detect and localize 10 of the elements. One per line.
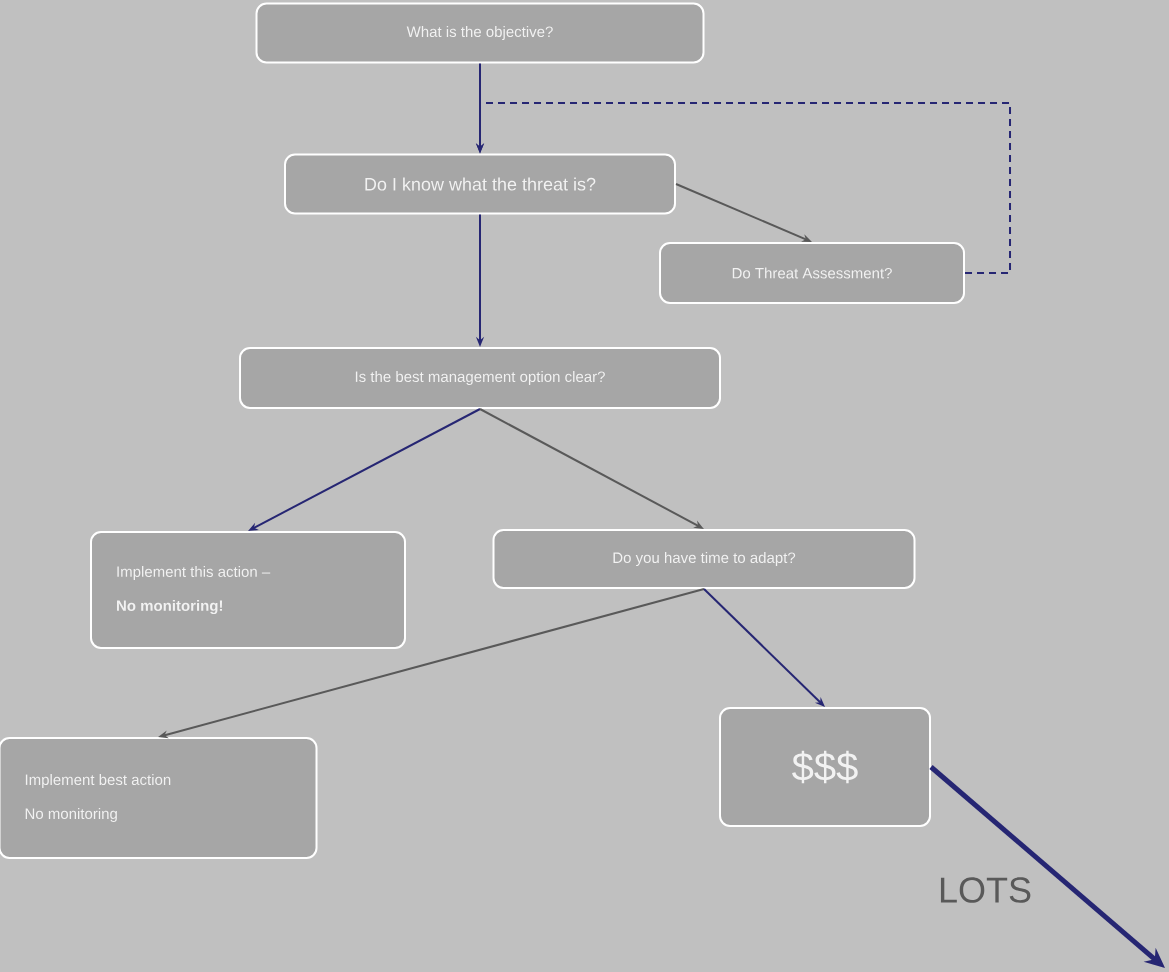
process-box: Do you have time to adapt?	[492, 529, 916, 589]
process-box: Do Threat Assessment?	[659, 242, 965, 304]
process-box: Implement best action No monitoring	[0, 737, 318, 859]
process-box: Do I know what the threat is?	[284, 153, 676, 215]
arrow	[703, 588, 825, 707]
process-box: $$$	[719, 707, 931, 827]
process-box: Is the best management option clear?	[239, 347, 721, 409]
process-box: What is the objective?	[255, 2, 705, 64]
process-box: Implement this action – No monitoring!	[90, 531, 406, 649]
edge-label: LOTS	[940, 877, 1031, 903]
